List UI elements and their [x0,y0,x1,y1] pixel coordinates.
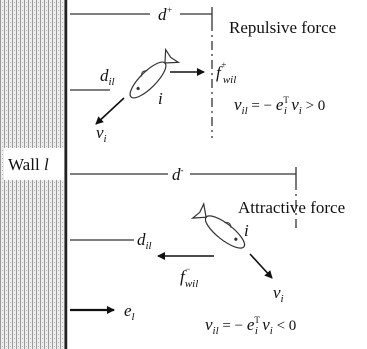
fish-bottom-index: i [244,221,249,240]
wall-label: Wall l [8,155,49,174]
top-velocity-arrow [95,97,125,125]
repulsive-force-title: Repulsive force [229,18,336,37]
bottom-velocity-arrow [249,253,273,279]
fish-top-index: i [158,89,163,108]
bottom-distance-dimension: d- [70,165,297,232]
wall-normal-label: el [124,301,135,323]
bottom-d-il-label: dil [137,230,152,252]
fish-top [129,47,181,99]
top-velocity-label: vi [96,123,107,145]
repulsive-force-label: f+wil [216,60,236,86]
d-plus-label: d+ [158,5,173,24]
fish-bottom [190,202,246,249]
top-d-il-label: dil [100,66,115,88]
attractive-force-label: f−wil [180,264,198,290]
top-distance-marker: dil [70,66,115,91]
d-minus-label: d- [172,165,184,184]
attractive-force-title: Attractive force [238,198,345,217]
bottom-distance-marker: dil [70,230,152,252]
wall: Wall l [0,0,68,349]
top-distance-dimension: d+ [70,5,213,138]
bottom-velocity-label: vi [273,283,284,305]
